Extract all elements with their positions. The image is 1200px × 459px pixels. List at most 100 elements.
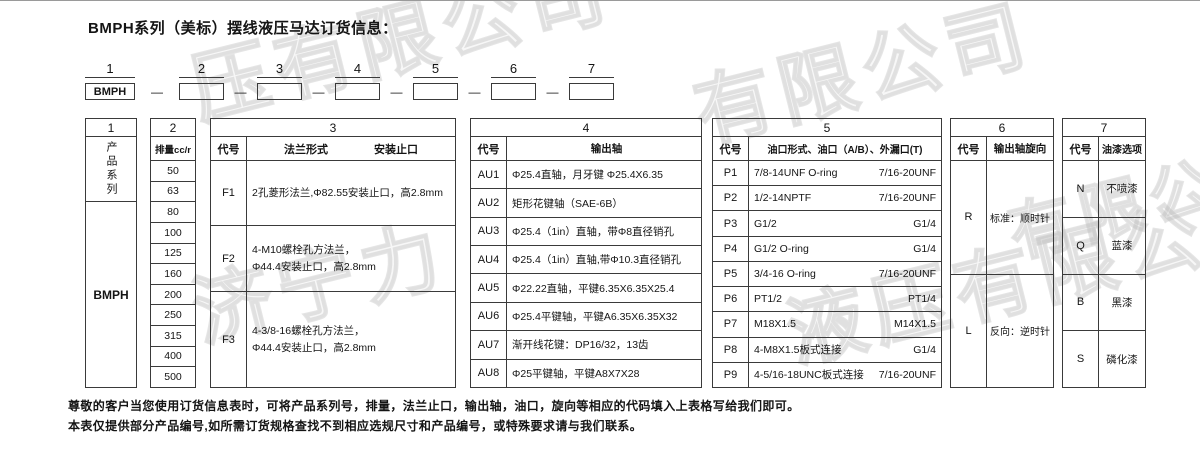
table-row: P5 3/4-16 O-ring 7/16-20UNF (713, 260, 941, 287)
table-row: R 标准：顺时针 (951, 160, 1053, 274)
shaft-code: AU8 (471, 359, 507, 387)
table-row: 100 (151, 221, 195, 243)
flange-desc-line: 4-M10螺栓孔方法兰， (252, 243, 356, 256)
table-flange: 3 代号 法兰形式 安装止口 F1 2孔菱形法兰,Φ82.55安装止口，高2.8… (210, 118, 456, 388)
table-row: Q 蓝漆 (1063, 216, 1145, 274)
table-row: AU5 Φ22.22直轴，平键6.35X6.35X25.4 (471, 273, 701, 302)
separator-dash: — (468, 85, 481, 99)
shaft-desc: Φ22.22直轴，平键6.35X6.35X25.4 (512, 282, 675, 295)
table-row: B 黑漆 (1063, 273, 1145, 331)
shaft-desc: 渐开线花键：DP16/32，13齿 (512, 339, 649, 352)
port-code: P9 (713, 362, 749, 387)
flange-desc-line: Φ44.4安装止口，高2.8mm (252, 341, 376, 354)
flange-column-labels: 法兰形式 安装止口 (247, 137, 455, 160)
table-header-number: 7 (1100, 120, 1108, 135)
port-desc: G1/2 G1/4 (749, 211, 941, 235)
port-thread: G1/2 O-ring (754, 242, 809, 255)
drain-thread: 7/16-20UNF (878, 167, 936, 180)
table-row: P6 PT1/2 PT1/4 (713, 286, 941, 312)
drain-thread: 7/16-20UNF (878, 192, 936, 205)
table-row: P1 7/8-14UNF O-ring 7/16-20UNF (713, 160, 941, 186)
port-desc: PT1/2 PT1/4 (749, 287, 941, 311)
drain-thread: 7/16-20UNF (878, 368, 936, 381)
page-top-rule (0, 0, 1200, 1)
paint-desc: 蓝漆 (1111, 240, 1133, 253)
shaft-code: AU1 (471, 161, 507, 189)
column-header: 代号 输出轴旋向 (951, 136, 1053, 160)
port-thread: 1/2-14NPTF (754, 192, 812, 205)
port-code: P4 (713, 236, 749, 261)
table-row: 250 (151, 304, 195, 325)
code-box-empty (413, 83, 458, 100)
table-row: 63 (151, 180, 195, 202)
position-label: 7 (569, 61, 614, 78)
code-box-empty (491, 83, 536, 100)
displacement-value: 400 (164, 350, 182, 363)
table-row: P3 G1/2 G1/4 (713, 210, 941, 236)
port-desc: 3/4-16 O-ring 7/16-20UNF (749, 262, 941, 286)
rotation-code: R (951, 161, 987, 274)
code-column-label: 代号 (211, 137, 247, 160)
table-row: 500 (151, 366, 195, 387)
port-column-label: 油口形式、油口（A/B）、外漏口(T) (767, 145, 923, 156)
port-desc: G1/2 O-ring G1/4 (749, 237, 941, 261)
shaft-code: AU6 (471, 302, 507, 331)
paint-rows: N 不喷漆 Q 蓝漆 B 黑漆 S 磷化漆 (1063, 160, 1145, 387)
drain-thread: G1/4 (913, 217, 936, 230)
port-code: P6 (713, 287, 749, 312)
column-header: 代号 法兰形式 安装止口 (211, 136, 455, 160)
position-label: 3 (257, 61, 302, 78)
table-row: AU4 Φ25.4（1in）直轴,带Φ10.3直径销孔 (471, 245, 701, 274)
port-thread: PT1/2 (754, 293, 783, 306)
displacement-value: 100 (164, 226, 182, 239)
shaft-desc: Φ25.4（1in）直轴，带Φ8直径销孔 (512, 225, 675, 238)
table-row: F1 2孔菱形法兰,Φ82.55安装止口，高2.8mm (211, 160, 455, 225)
table-row: P9 4-5/16-18UNC板式连接 7/16-20UNF (713, 361, 941, 387)
rotation-desc: 反向：逆时针 (990, 327, 1050, 339)
mounting-spigot-label: 安装止口 (374, 143, 418, 156)
drain-thread: G1/4 (913, 343, 936, 356)
port-desc: 4-5/16-18UNC板式连接 7/16-20UNF (749, 363, 941, 387)
separator-dash: — (234, 85, 247, 99)
table-row: AU8 Φ25平键轴，平键A8X7X28 (471, 358, 701, 387)
paint-code: S (1063, 331, 1099, 387)
displacement-label: 排量cc/r (155, 144, 191, 156)
port-desc: M18X1.5 M14X1.5 (749, 312, 941, 336)
table-row: 315 (151, 325, 195, 346)
separator-dash: — (546, 85, 559, 99)
shaft-code: AU3 (471, 217, 507, 246)
displacement-value: 160 (164, 267, 182, 280)
port-thread: G1/2 (754, 217, 777, 230)
table-header-number: 1 (107, 120, 115, 135)
shaft-desc: Φ25平键轴，平键A8X7X28 (512, 367, 640, 380)
port-thread: 4-5/16-18UNC板式连接 (754, 369, 864, 382)
table-header-number: 4 (582, 120, 590, 135)
port-code: P1 (713, 161, 749, 186)
shaft-code: AU4 (471, 246, 507, 274)
rotation-column-label: 输出轴旋向 (993, 143, 1047, 155)
model-number-builder: 1 BMPH — 2 — 3 — 4 — 5 — 6 — 7 (85, 61, 614, 100)
table-row: P8 4-M8X1.5板式连接 G1/4 (713, 336, 941, 362)
flange-type-label: 法兰形式 (284, 143, 328, 156)
port-desc: 7/8-14UNF O-ring 7/16-20UNF (749, 161, 941, 185)
table-ports: 5 代号 油口形式、油口（A/B）、外漏口(T) P1 7/8-14UNF O-… (712, 118, 942, 388)
builder-position-4: 4 (335, 61, 380, 100)
port-code: P8 (713, 337, 749, 362)
displacement-value: 125 (164, 247, 182, 260)
table-output-shaft: 4 代号 输出轴 AU1 Φ25.4直轴，月牙键 Φ25.4X6.35 AU2 … (470, 118, 702, 388)
flange-code: F2 (211, 226, 247, 291)
column-header: 代号 油漆选项 (1063, 136, 1145, 160)
table-row: S 磷化漆 (1063, 330, 1145, 387)
table-row: N 不喷漆 (1063, 160, 1145, 217)
product-series-label: 产品系列 (105, 141, 117, 197)
table-product-series: 1 产品系列 BMPH (85, 118, 137, 388)
displacement-rows: 50 63 80 100 125 160 200 (151, 160, 195, 387)
shaft-desc: Φ25.4直轴，月牙键 Φ25.4X6.35 (512, 169, 663, 182)
displacement-value: 50 (167, 164, 179, 177)
port-code: P7 (713, 312, 749, 337)
table-row: L 反向：逆时针 (951, 273, 1053, 387)
code-column-label: 代号 (713, 137, 749, 160)
shaft-column-label: 输出轴 (590, 143, 623, 155)
note-line-1: 尊敬的客户当您使用订货信息表时，可将产品系列号，排量，法兰止口，输出轴，油口，旋… (68, 399, 800, 413)
table-row: 200 (151, 283, 195, 305)
